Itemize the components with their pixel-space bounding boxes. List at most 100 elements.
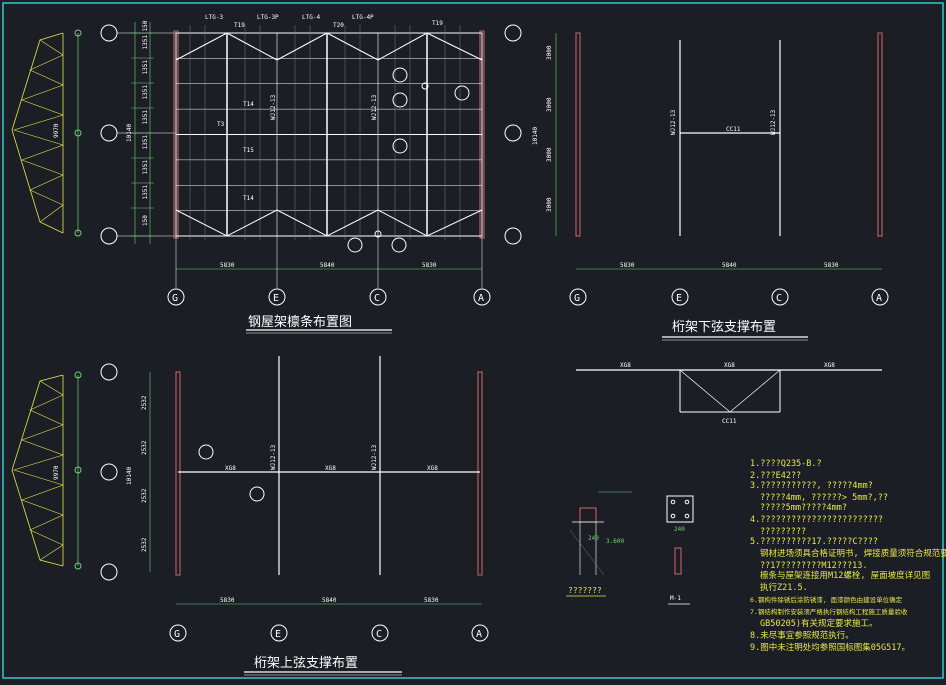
axis-circle xyxy=(100,124,118,142)
span-dim: 5830 xyxy=(824,262,839,269)
member-label: T19 xyxy=(234,22,245,29)
dim: 3000 xyxy=(546,97,553,112)
member-label: LTG-3P xyxy=(257,14,279,21)
roof-total-dim: 10140 xyxy=(126,124,133,142)
span-dim: 5840 xyxy=(722,262,737,269)
purlin-lines xyxy=(176,32,482,237)
note-line: 1.????Q235-B.? xyxy=(750,459,822,469)
truss-span-label: 9970 xyxy=(53,465,60,480)
axis-label: C xyxy=(374,293,380,304)
dim: 3000 xyxy=(546,147,553,162)
span-dim: 5830 xyxy=(424,597,439,604)
member-label: T15 xyxy=(243,147,254,154)
axis-label: G xyxy=(574,293,580,304)
dim: 2532 xyxy=(141,440,148,455)
member-label: T14 xyxy=(243,195,254,202)
member-label: CC11 xyxy=(722,418,737,425)
dim: 2532 xyxy=(141,488,148,503)
dim: 10140 xyxy=(126,467,133,485)
span-dim: 5830 xyxy=(620,262,635,269)
dim: 2532 xyxy=(141,537,148,552)
row-dim: 1351 xyxy=(142,135,149,150)
row-dim: 150 xyxy=(142,20,149,31)
member-label: T3 xyxy=(217,121,225,128)
member-label: T19 xyxy=(432,20,443,27)
note-line: ?????5mm?????4mm? xyxy=(760,503,847,513)
note-line: 2.???E42?? xyxy=(750,471,801,481)
axis-label: G xyxy=(172,293,178,304)
member-label: WJ12-13 xyxy=(670,109,677,135)
member-label: CC11 xyxy=(726,126,741,133)
note-line: 4.???????????????????????? xyxy=(750,515,883,525)
member-label: T20 xyxy=(333,22,344,29)
member-label: XG8 xyxy=(824,362,835,369)
note-line: 执行Z21.5. xyxy=(760,582,808,593)
member-label: XG8 xyxy=(724,362,735,369)
member-label: LTG-4P xyxy=(352,14,374,21)
truss-span-label: 9970 xyxy=(53,123,60,138)
note-line: 钢材进场须具合格证明书, 焊接质量须符合规范要求 xyxy=(760,548,946,559)
roof-plan-title: 钢屋架檩条布置图 xyxy=(248,314,352,330)
note-line: 7.钢结构制作安装须严格执行钢结构工程施工质量验收 xyxy=(750,607,908,616)
axis-label: E xyxy=(275,629,281,640)
plate-detail-title: M-1 xyxy=(670,595,681,602)
bottom-chord-title: 桁架下弦支撑布置 xyxy=(672,319,776,335)
member-label: WJ12-13 xyxy=(270,94,277,120)
axis-label: E xyxy=(676,293,682,304)
axis-label: G xyxy=(174,629,180,640)
note-line: 5.??????????17.?????C???? xyxy=(750,537,878,547)
detail-elev: 3.600 xyxy=(606,538,624,545)
member-label: LTG-4 xyxy=(302,14,320,21)
dim: 3000 xyxy=(546,197,553,212)
row-dim: 150 xyxy=(142,215,149,226)
bottom-chord-plan: 3000 3000 3000 3000 10140 WJ12-13 WJ12-1… xyxy=(504,24,889,341)
row-dim: 1351 xyxy=(142,160,149,175)
axis-label: A xyxy=(476,629,482,640)
span-dim: 5830 xyxy=(220,262,235,269)
plate-detail: 240 M-1 xyxy=(666,495,694,605)
note-line: GB50205)有关规定要求施工。 xyxy=(760,618,877,629)
note-line: ?????4mm, ??????> 5mm?,?? xyxy=(760,493,888,503)
bracing-section: XG8 XG8 XG8 CC11 xyxy=(576,362,882,425)
row-dim: 1351 xyxy=(142,60,149,75)
span-dim: 5830 xyxy=(220,597,235,604)
member-label: T14 xyxy=(243,101,254,108)
dim: 10140 xyxy=(532,127,539,145)
axis-label: E xyxy=(273,293,279,304)
axis-label: C xyxy=(376,629,382,640)
span-dim: 5840 xyxy=(322,597,337,604)
node-detail-title: ??????? xyxy=(568,586,602,595)
row-dim: 1351 xyxy=(142,110,149,125)
detail-dim: 240 xyxy=(674,526,685,533)
axis-row-roof: G E C A xyxy=(167,236,491,306)
member-label: XG8 xyxy=(620,362,631,369)
member-label: WJ12-13 xyxy=(371,94,378,120)
axis-circle xyxy=(100,227,118,245)
note-line: 3.???????????, ?????4mm? xyxy=(750,481,873,491)
row-dim: 1351 xyxy=(142,85,149,100)
row-dim: 1351 xyxy=(142,35,149,50)
design-notes: 1.????Q235-B.? 2.???E42??3.???????????, ?… xyxy=(750,459,946,653)
top-chord-plan: 9970 2532 2532 2532 2532 10140 XG8 XG8 X… xyxy=(11,356,489,676)
note-line: ????????? xyxy=(760,527,806,537)
span-dim: 5830 xyxy=(422,262,437,269)
roof-plan: 9970 1501351135113511351135113511351150 … xyxy=(11,14,491,334)
member-label: XG8 xyxy=(427,465,438,472)
note-line: 檩条与屋架连接用M12螺栓, 屋面坡度详见图 xyxy=(760,570,930,581)
member-label: WJ12-13 xyxy=(270,444,277,470)
node-detail: 240 3.600 ??????? xyxy=(566,491,632,597)
axis-label: C xyxy=(776,293,782,304)
row-dim: 1351 xyxy=(142,185,149,200)
dim: 2532 xyxy=(141,395,148,410)
truss-elevation-top: 9970 xyxy=(11,29,82,237)
member-label: XG8 xyxy=(325,465,336,472)
note-line: 9.图中未注明处均参照国标图集05G517。 xyxy=(750,642,910,653)
member-label: LTG-3 xyxy=(205,14,223,21)
note-line: ??17????????M12???13. xyxy=(760,561,867,571)
note-line: 8.未尽事宜参照规范执行。 xyxy=(750,630,854,641)
top-chord-title: 桁架上弦支撑布置 xyxy=(254,655,358,671)
detail-dim: 240 xyxy=(588,535,599,542)
note-line: 6.钢构件除锈后涂防锈漆, 面漆颜色由建设单位确定 xyxy=(750,595,903,604)
